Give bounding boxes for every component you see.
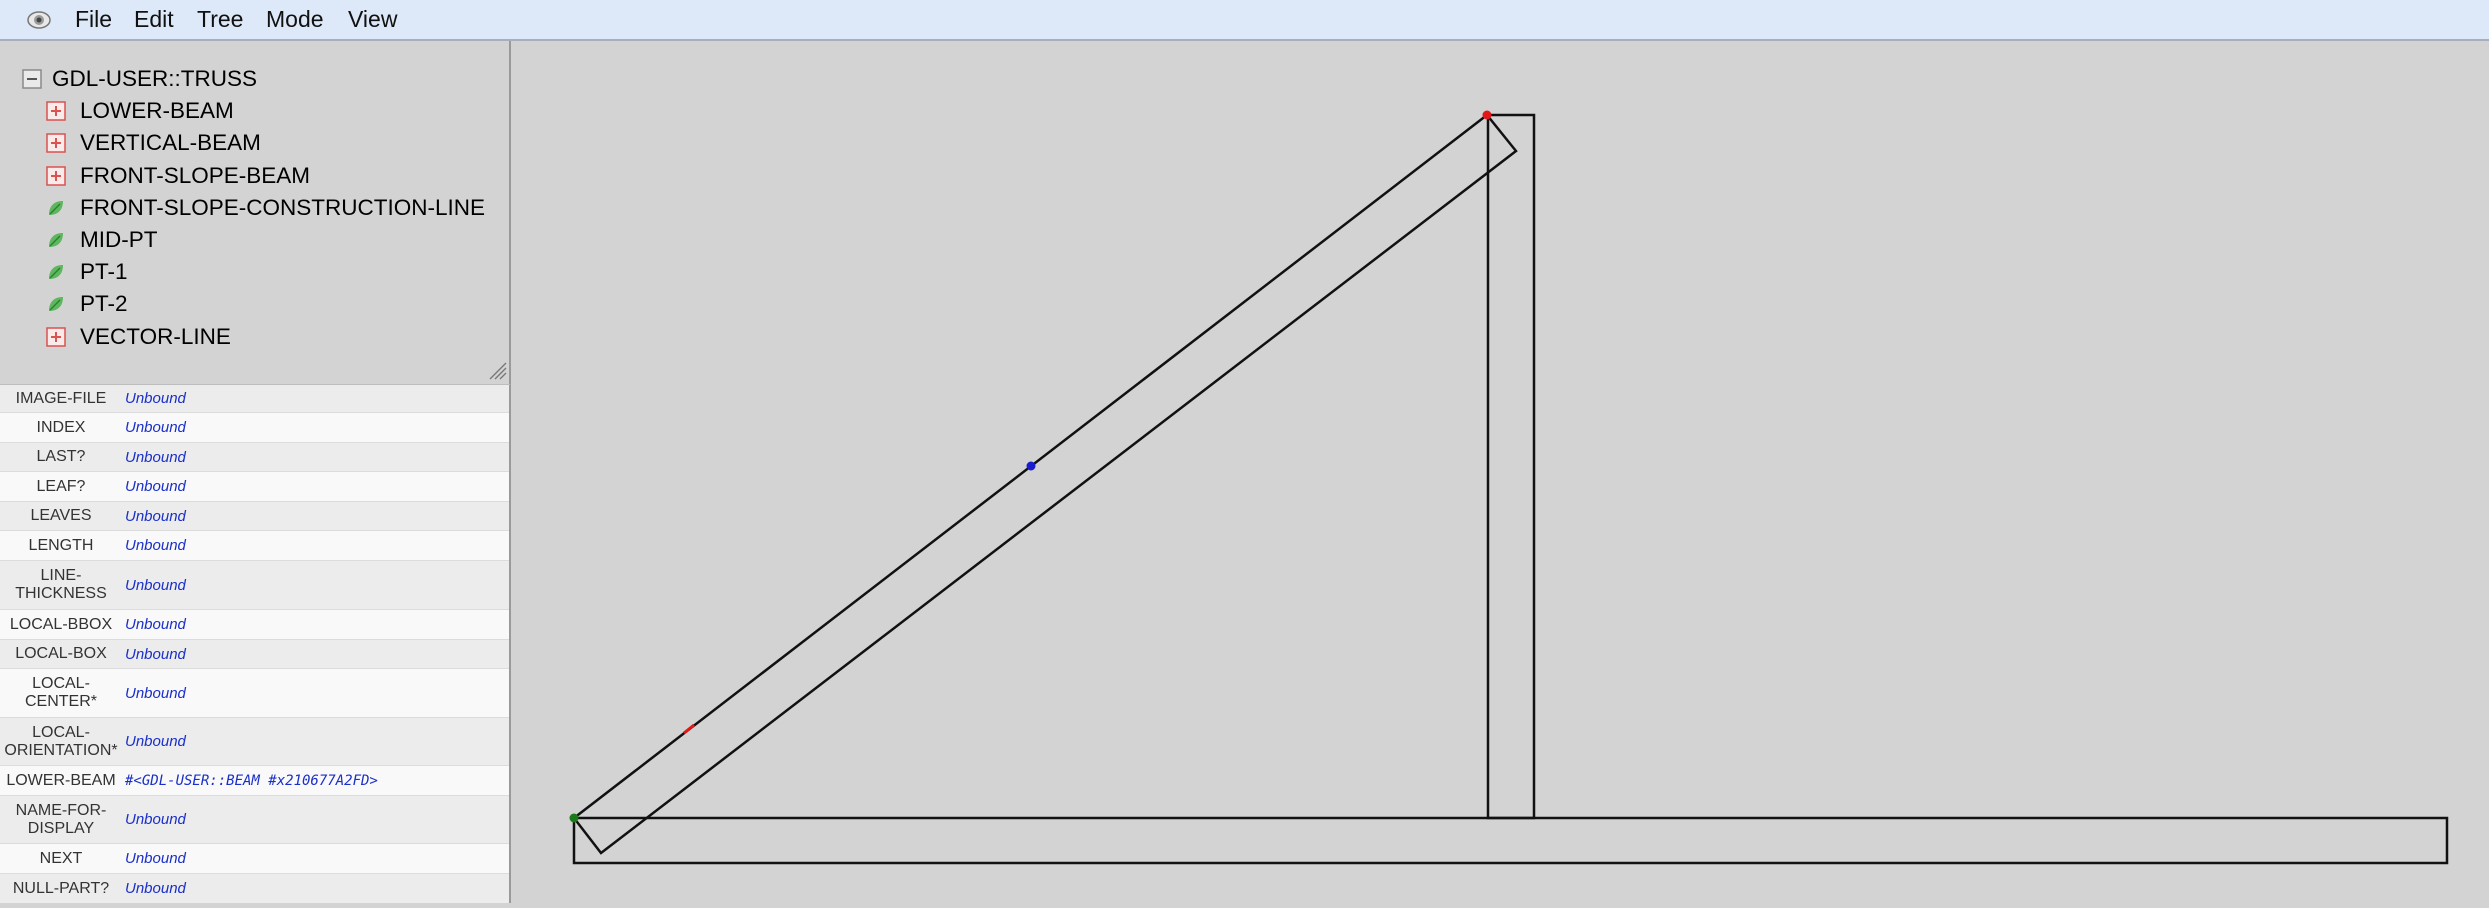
- truss-drawing[interactable]: [512, 41, 2489, 903]
- slot-value[interactable]: Unbound: [125, 684, 186, 702]
- tree-root[interactable]: GDL-USER::TRUSS: [22, 64, 257, 94]
- expand-plus-icon[interactable]: [46, 101, 66, 121]
- tree-item-vertical-beam[interactable]: VERTICAL-BEAM: [46, 128, 261, 158]
- inspector-row[interactable]: LOCAL-BBOX Unbound: [0, 610, 509, 640]
- tree-item-label: FRONT-SLOPE-CONSTRUCTION-LINE: [80, 195, 486, 220]
- slot-name: NEXT: [39, 849, 83, 867]
- tree-item-front-slope-beam[interactable]: FRONT-SLOPE-BEAM: [46, 161, 310, 191]
- slot-value[interactable]: Unbound: [125, 811, 186, 828]
- inspector-row[interactable]: LOCAL- ORIENTATION* Unbound: [0, 718, 509, 766]
- vertical-beam-shape[interactable]: [1486, 113, 1536, 820]
- pt-1-marker[interactable]: [569, 813, 579, 823]
- slot-name: LAST?: [36, 448, 86, 465]
- slot-value[interactable]: Unbound: [125, 390, 186, 407]
- slot-name: LEAVES: [30, 507, 92, 524]
- vector-line-shape[interactable]: [683, 723, 695, 735]
- inspector-row[interactable]: LINE- THICKNESS Unbound: [0, 561, 509, 610]
- inspector-row[interactable]: LOWER-BEAM #<GDL-USER::BEAM #x210677A2FD…: [0, 766, 509, 796]
- tree-item-label: MID-PT: [80, 227, 158, 252]
- inspector-row[interactable]: INDEX Unbound: [0, 413, 509, 443]
- slot-value[interactable]: Unbound: [125, 576, 186, 594]
- inspector-row[interactable]: NAME-FOR- DISPLAY Unbound: [0, 796, 509, 844]
- tree-item-label: FRONT-SLOPE-BEAM: [80, 163, 311, 188]
- tree-item-pt-1[interactable]: PT-1: [46, 257, 128, 287]
- slot-inspector-panel: IMAGE-FILE Unbound INDEX Unbound LAST? U…: [0, 384, 511, 903]
- expand-plus-icon[interactable]: [46, 166, 66, 186]
- menu-view[interactable]: View: [348, 6, 398, 32]
- inspector-row[interactable]: NEXT Unbound: [0, 844, 509, 874]
- slot-name: LINE- THICKNESS: [15, 567, 107, 602]
- pt-2-marker[interactable]: [1482, 110, 1492, 120]
- eye-logo-icon[interactable]: [26, 7, 52, 33]
- menu-edit[interactable]: Edit: [134, 6, 174, 32]
- slot-value[interactable]: Unbound: [125, 448, 186, 466]
- slot-value[interactable]: Unbound: [125, 645, 186, 663]
- slot-name: LOCAL-BOX: [15, 645, 107, 662]
- mid-pt-marker[interactable]: [1026, 461, 1036, 471]
- slot-value[interactable]: Unbound: [125, 478, 186, 495]
- slot-name: LOCAL-BBOX: [9, 615, 113, 633]
- inspector-row[interactable]: LAST? Unbound: [0, 443, 509, 472]
- tree-root-label: GDL-USER::TRUSS: [52, 66, 258, 91]
- slot-name: NAME-FOR- DISPLAY: [15, 801, 107, 837]
- front-slope-beam-shape[interactable]: [572, 113, 1518, 855]
- lower-beam-shape[interactable]: [572, 816, 2449, 865]
- menu-tree[interactable]: Tree: [197, 6, 244, 32]
- inspector-row[interactable]: LOCAL-BOX Unbound: [0, 640, 509, 669]
- slot-value[interactable]: Unbound: [125, 616, 186, 633]
- inspector-row[interactable]: NULL-PART? Unbound: [0, 874, 509, 903]
- tree-item-label: LOWER-BEAM: [80, 98, 234, 123]
- slot-value[interactable]: Unbound: [125, 507, 186, 525]
- slot-name: LEAF?: [36, 477, 86, 495]
- slot-name: LENGTH: [28, 536, 94, 554]
- slot-name: LOWER-BEAM: [6, 771, 116, 789]
- slot-value[interactable]: Unbound: [125, 850, 186, 867]
- tree-item-lower-beam[interactable]: LOWER-BEAM: [46, 96, 234, 126]
- slot-name: NULL-PART?: [12, 879, 110, 897]
- menu-file[interactable]: File: [75, 6, 113, 32]
- tree-item-label: VERTICAL-BEAM: [80, 130, 261, 155]
- slot-value[interactable]: Unbound: [125, 537, 186, 554]
- tree-item-pt-2[interactable]: PT-2: [46, 289, 128, 319]
- leaf-icon: [49, 265, 63, 279]
- tree-item-label: VECTOR-LINE: [80, 324, 231, 349]
- graphics-viewport[interactable]: [512, 41, 2489, 903]
- menu-bar: File Edit Tree Mode View: [0, 0, 2489, 41]
- leaf-icon: [49, 297, 63, 311]
- tree-item-front-slope-construction-line[interactable]: FRONT-SLOPE-CONSTRUCTION-LINE: [46, 193, 485, 223]
- leaf-icon: [49, 233, 63, 247]
- tree-item-label: PT-2: [80, 291, 128, 316]
- leaf-icon: [49, 201, 63, 215]
- slot-name: LOCAL- CENTER*: [24, 675, 97, 710]
- object-tree-panel: GDL-USER::TRUSS LOWER-BEAM VERTICAL-BEAM…: [0, 41, 511, 384]
- collapse-minus-icon[interactable]: [22, 69, 42, 89]
- inspector-row[interactable]: LEAF? Unbound: [0, 472, 509, 502]
- expand-plus-icon[interactable]: [46, 327, 66, 347]
- inspector-row[interactable]: LEAVES Unbound: [0, 502, 509, 531]
- resize-grip-icon[interactable]: [487, 360, 507, 380]
- slot-name: LOCAL- ORIENTATION*: [4, 723, 118, 759]
- slot-value-link[interactable]: #<GDL-USER::BEAM #x210677A2FD>: [125, 772, 378, 789]
- inspector-row[interactable]: LOCAL- CENTER* Unbound: [0, 669, 509, 718]
- tree-item-vector-line[interactable]: VECTOR-LINE: [46, 322, 231, 352]
- slot-value[interactable]: Unbound: [125, 880, 186, 897]
- menu-mode[interactable]: Mode: [266, 6, 324, 32]
- tree-item-mid-pt[interactable]: MID-PT: [46, 225, 158, 255]
- inspector-row[interactable]: LENGTH Unbound: [0, 531, 509, 561]
- tree-item-label: PT-1: [80, 259, 128, 284]
- slot-name: IMAGE-FILE: [15, 389, 107, 407]
- slot-name: INDEX: [36, 418, 86, 436]
- expand-plus-icon[interactable]: [46, 133, 66, 153]
- inspector-row[interactable]: IMAGE-FILE Unbound: [0, 385, 509, 413]
- slot-value[interactable]: Unbound: [125, 419, 186, 436]
- slot-value[interactable]: Unbound: [125, 733, 186, 750]
